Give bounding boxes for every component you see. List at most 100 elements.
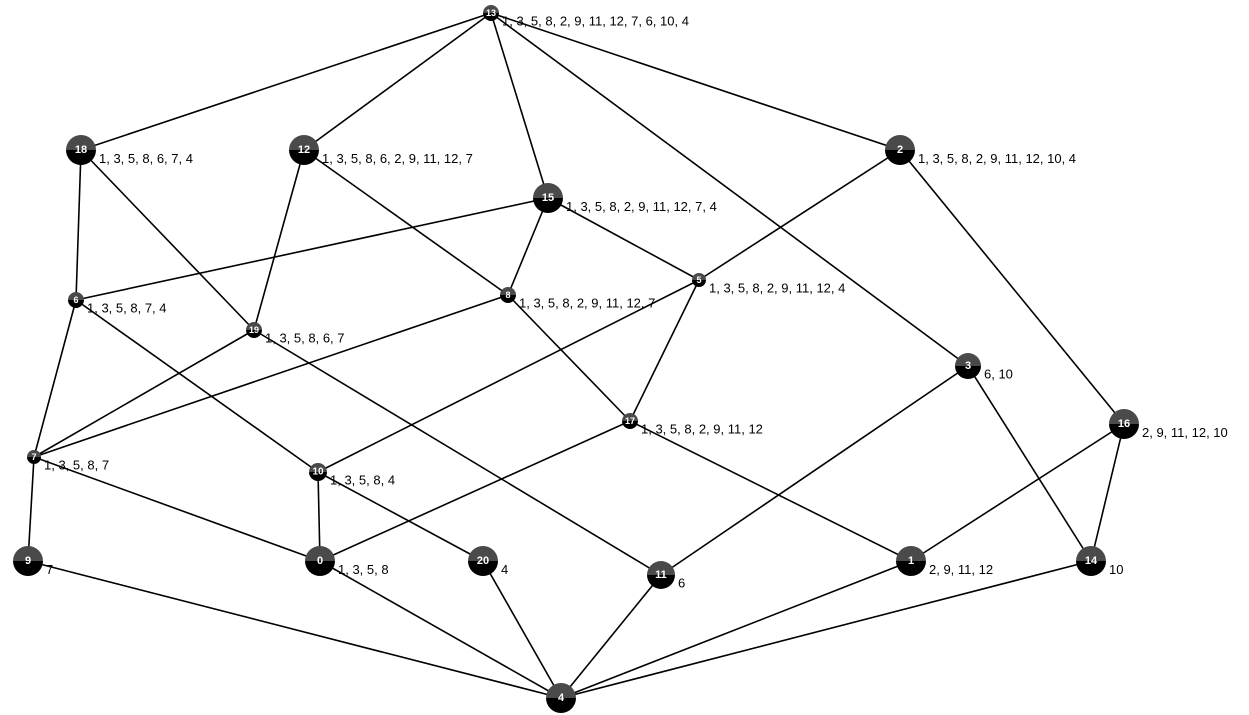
graph-nodes: 0 1, 3, 5, 8 1 2, 9, 11, 12 21, 3, 5, 8, 2, …	[13, 5, 1228, 713]
edge-2-16	[899, 149, 1125, 425]
edge-10-20	[317, 471, 484, 562]
edge-7-9	[27, 456, 35, 562]
node-14-bottom-half	[1076, 561, 1106, 576]
node-19-top-half	[246, 322, 262, 330]
edge-18-19	[80, 149, 255, 331]
node-16: 162, 9, 11, 12, 10	[1109, 409, 1228, 440]
node-10-top-half	[309, 463, 327, 472]
node-13-label: 1, 3, 5, 8, 2, 9, 11, 12, 7, 6, 10, 4	[502, 14, 689, 29]
node-12-top-half	[289, 135, 319, 150]
node-14-top-half	[1076, 546, 1106, 561]
node-0-label: 1, 3, 5, 8	[338, 562, 389, 577]
node-19-id: 19	[249, 325, 259, 335]
node-11-label: 6	[678, 576, 685, 591]
node-12-id: 12	[298, 144, 310, 156]
node-17-id: 17	[625, 416, 635, 426]
node-3-label: 6, 10	[984, 367, 1013, 382]
node-9-bottom-half	[13, 561, 43, 576]
node-18-top-half	[66, 135, 96, 150]
edge-12-8	[303, 149, 509, 296]
graph-edges	[27, 12, 1125, 699]
edge-3-11	[660, 365, 969, 576]
edge-15-8	[507, 197, 549, 296]
node-2-top-half	[885, 135, 915, 150]
edge-0-4	[319, 560, 562, 699]
node-1-top-half	[896, 546, 926, 561]
edge-17-1	[629, 420, 912, 562]
node-15-id: 15	[542, 192, 554, 204]
edge-15-6	[75, 197, 549, 301]
edge-16-14	[1090, 423, 1125, 562]
node-5-bottom-half	[692, 280, 706, 287]
node-6-id: 6	[73, 295, 78, 305]
node-1-label: 2, 9, 11, 12	[929, 562, 993, 577]
node-20: 20 4	[468, 546, 508, 577]
edge-12-19	[253, 149, 305, 331]
node-1: 1 2, 9, 11, 12	[896, 546, 993, 577]
node-14-id: 14	[1085, 555, 1098, 567]
node-2-label: 1, 3, 5, 8, 2, 9, 11, 12, 10, 4	[918, 151, 1076, 166]
edge-13-3	[490, 12, 969, 367]
edge-17-0	[319, 420, 631, 562]
node-7-top-half	[27, 450, 41, 457]
node-13: 13 1, 3, 5, 8, 2, 9, 11, 12, 7, 6, 10, 4	[483, 5, 689, 29]
edge-18-6	[75, 149, 82, 301]
node-3-top-half	[955, 353, 981, 366]
edge-1-4	[560, 560, 912, 699]
node-7-bottom-half	[27, 457, 41, 464]
node-14-label: 10	[1109, 562, 1123, 577]
edge-5-17	[629, 279, 700, 422]
edge-20-4	[482, 560, 562, 699]
node-8-id: 8	[505, 290, 510, 300]
node-18-label: 1, 3, 5, 8, 6, 7, 4	[99, 151, 193, 166]
edge-8-17	[507, 294, 631, 422]
node-17-top-half	[622, 413, 638, 421]
node-2: 21, 3, 5, 8, 2, 9, 11, 12, 10, 4	[885, 135, 1076, 166]
edge-13-15	[490, 12, 549, 199]
node-12-label: 1, 3, 5, 8, 6, 2, 9, 11, 12, 7	[322, 151, 473, 166]
node-17-label: 1, 3, 5, 8, 2, 9, 11, 12	[641, 422, 763, 437]
node-9-label: 7	[46, 562, 53, 577]
node-17: 17 1, 3, 5, 8, 2, 9, 11, 12	[622, 413, 763, 437]
node-15-top-half	[533, 183, 563, 198]
node-20-label: 4	[501, 562, 508, 577]
node-19-bottom-half	[246, 330, 262, 338]
node-11-top-half	[647, 561, 675, 575]
node-12-bottom-half	[289, 150, 319, 165]
node-20-bottom-half	[468, 561, 498, 576]
edge-16-1	[910, 423, 1125, 562]
edge-7-0	[33, 456, 321, 562]
node-8-label: 1, 3, 5, 8, 2, 9, 11, 12, 7	[519, 296, 655, 311]
node-13-bottom-half	[483, 13, 499, 21]
node-0-id: 0	[317, 555, 323, 567]
edge-14-4	[560, 560, 1092, 699]
node-5-id: 5	[696, 275, 701, 285]
node-12: 12 1, 3, 5, 8, 6, 2, 9, 11, 12, 7	[289, 135, 473, 166]
node-4: 4	[546, 683, 576, 713]
node-8: 8 1, 3, 5, 8, 2, 9, 11, 12, 7	[500, 287, 655, 311]
node-3-id: 3	[965, 360, 971, 372]
node-19: 191, 3, 5, 8, 6, 7	[246, 322, 345, 346]
edge-11-4	[560, 574, 662, 699]
node-13-id: 13	[486, 8, 496, 18]
node-16-bottom-half	[1109, 424, 1139, 439]
node-11: 11 6	[647, 561, 685, 591]
node-17-bottom-half	[622, 421, 638, 429]
node-20-id: 20	[477, 555, 489, 567]
node-3: 3 6, 10	[955, 353, 1013, 382]
node-9-top-half	[13, 546, 43, 561]
edge-3-14	[967, 365, 1092, 562]
node-16-top-half	[1109, 409, 1139, 424]
node-4-bottom-half	[546, 698, 576, 713]
edge-15-5	[547, 197, 700, 281]
edge-6-7	[33, 299, 77, 458]
node-1-id: 1	[908, 555, 914, 567]
node-11-id: 11	[655, 569, 667, 581]
node-15: 151, 3, 5, 8, 2, 9, 11, 12, 7, 4	[533, 183, 717, 214]
edge-2-5	[698, 149, 901, 281]
node-15-bottom-half	[533, 198, 563, 213]
edge-6-10	[75, 299, 319, 473]
edge-8-7	[33, 294, 509, 458]
node-6-bottom-half	[68, 300, 84, 308]
